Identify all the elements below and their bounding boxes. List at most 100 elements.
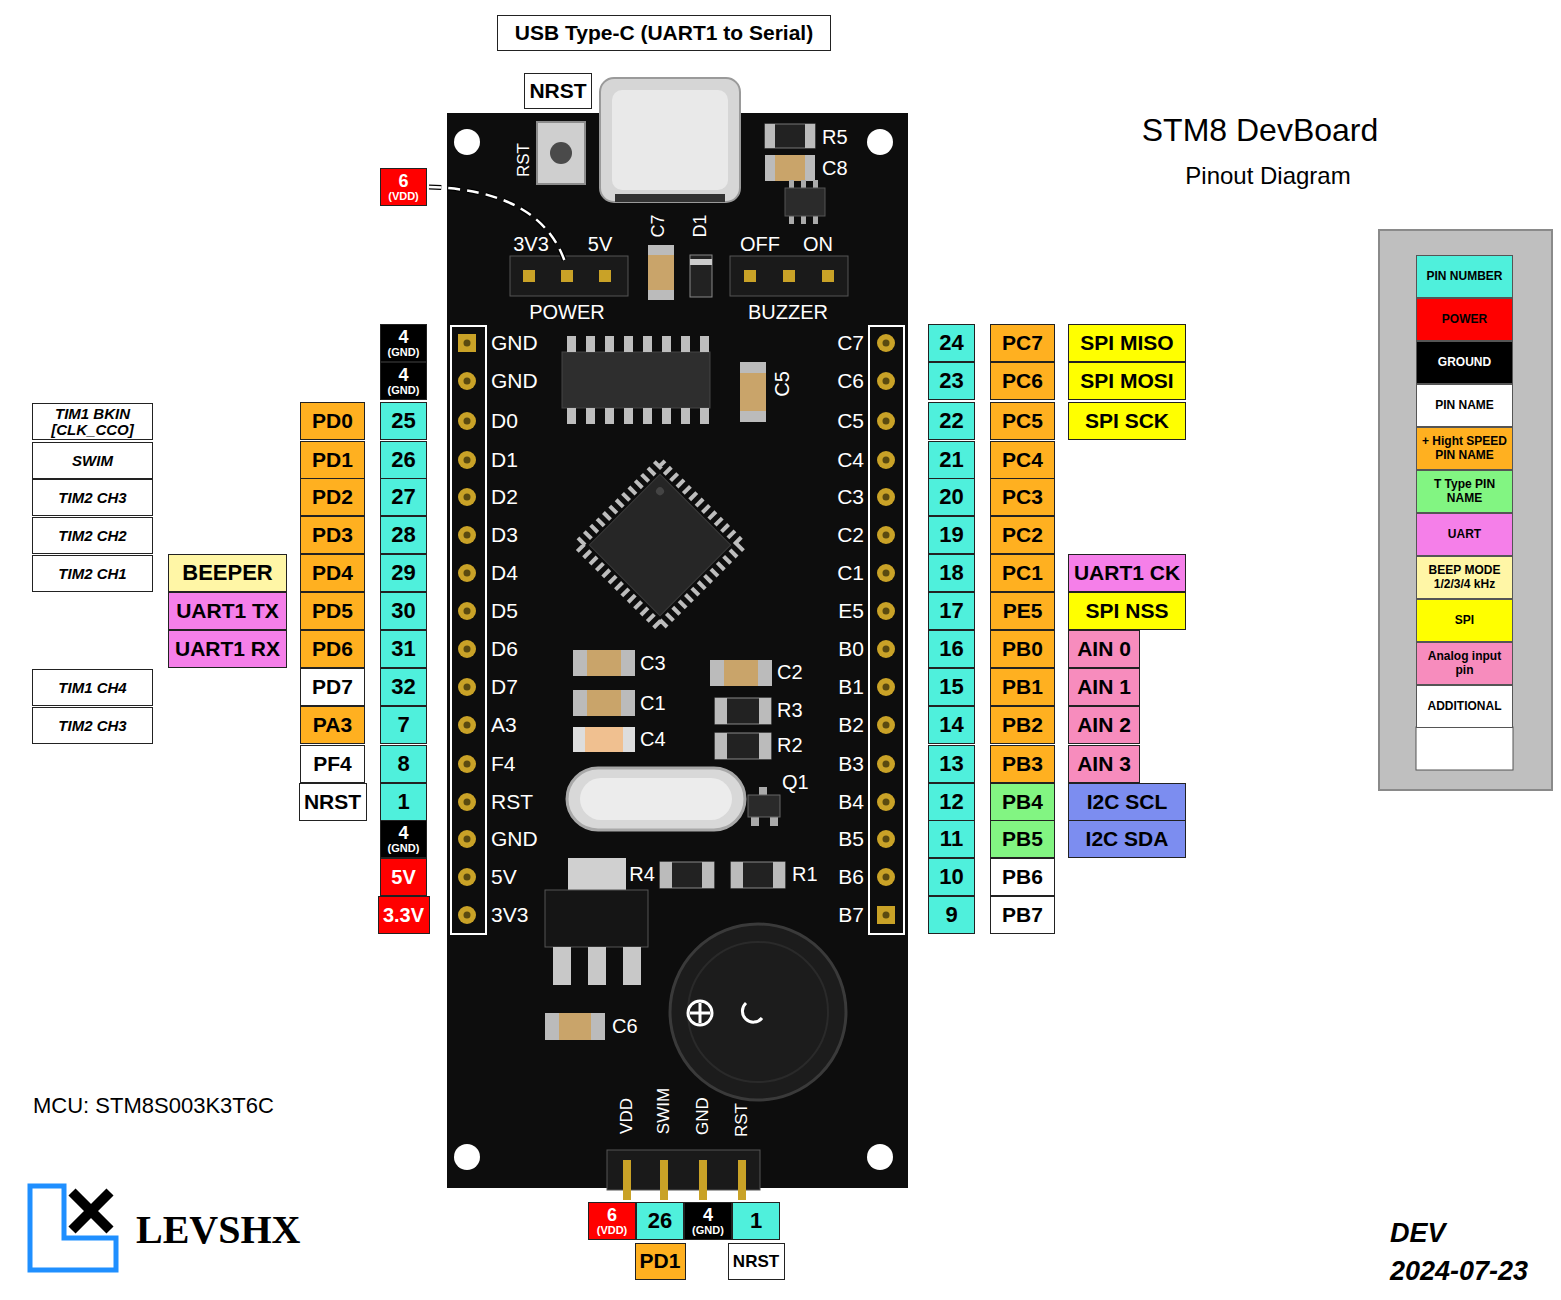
diode-symbol — [690, 255, 712, 297]
pin-text: PB7 — [1002, 904, 1043, 926]
pcb — [447, 113, 908, 1188]
silkscreen-pin-label: B5 — [838, 827, 864, 850]
pin-text: 27 — [391, 485, 415, 508]
chip-leg — [605, 336, 614, 352]
silkscreen-part-label: C7 — [649, 214, 669, 237]
voltage-regulator — [545, 890, 648, 947]
legend-text: SPI — [1455, 614, 1474, 628]
timer-function-box: TIM2 CH1 — [32, 555, 153, 592]
pin-number-box: 32 — [380, 668, 427, 706]
transistor-symbol — [770, 817, 778, 826]
pin-pad — [458, 678, 476, 696]
capacitor-symbol — [710, 660, 724, 686]
mcu-qfp32 — [654, 486, 665, 497]
version-note: DEV — [1390, 1219, 1446, 1249]
pin-text: I2C SCL — [1087, 791, 1168, 813]
pin-text: 22 — [939, 409, 963, 432]
capacitor-symbol — [621, 650, 635, 676]
silkscreen-part-label: D1 — [691, 214, 711, 237]
usb-c-connector — [615, 194, 725, 202]
pin-text: AIN 0 — [1077, 638, 1131, 660]
buzzer — [670, 924, 846, 1100]
pin-number-box: 22 — [928, 402, 975, 440]
silkscreen-part-label: R4 — [629, 863, 655, 885]
pin-number-box: 24 — [928, 324, 975, 362]
legend-text: PIN NUMBER — [1426, 270, 1502, 284]
chip-leg — [700, 408, 709, 424]
pin-number-box: 25 — [380, 402, 427, 440]
pin-hole — [883, 912, 890, 919]
silkscreen-pin-label: GND — [491, 369, 538, 392]
pin-text: 4 — [703, 1206, 713, 1225]
caption-text: MCU: STM8S003K3T6C — [33, 1094, 274, 1118]
jumper-pin — [599, 270, 611, 282]
capacitor-symbol — [740, 362, 766, 422]
pin-text: 23 — [939, 369, 963, 392]
pin-name-box: PC3 — [990, 478, 1055, 516]
silkscreen-pin-label: C7 — [837, 331, 864, 354]
pin-name-box: PD2 — [300, 478, 365, 516]
resistor-symbol — [759, 698, 771, 724]
pin-text: PD1 — [640, 1250, 681, 1272]
reset-button — [537, 122, 585, 184]
i2c-box: I2C SCL — [1068, 783, 1186, 821]
pin-hole — [883, 378, 890, 385]
pin-text: PB3 — [1002, 753, 1043, 775]
pin-hole — [883, 684, 890, 691]
legend-swatch: + Hight SPEED PIN NAME — [1416, 427, 1513, 470]
pin-text: 5V — [391, 867, 415, 888]
chip-leg — [662, 408, 671, 424]
pin-text: 4 — [398, 366, 408, 385]
resistor-symbol — [702, 862, 714, 888]
ground-box: 4(GND) — [684, 1202, 732, 1240]
pin-text: 8 — [397, 752, 409, 775]
pin-number-box: 1 — [732, 1202, 780, 1240]
legend-swatch: T Type PIN NAME — [1416, 470, 1513, 513]
legend-text: BEEP MODE 1/2/3/4 kHz — [1421, 564, 1508, 592]
capacitor-symbol — [710, 660, 772, 686]
ic-sot23-6 — [813, 216, 818, 224]
timer-function-box: TIM1 CH4 — [32, 669, 153, 706]
silkscreen-pin-label: D0 — [491, 409, 518, 432]
voltage-regulator — [553, 947, 571, 985]
pin-text: UART1 TX — [176, 600, 279, 622]
ic-sot23-6 — [789, 180, 794, 188]
capacitor-symbol — [623, 727, 635, 752]
pin-name-box: PD6 — [300, 630, 365, 668]
resistor-symbol — [731, 862, 743, 888]
ground-box: 4(GND) — [380, 820, 427, 858]
silkscreen-part-label: C1 — [640, 692, 666, 714]
pin-text: 17 — [939, 599, 963, 622]
buzzer — [690, 1003, 710, 1023]
timer-function-box: TIM2 CH2 — [32, 517, 153, 554]
legend-swatch: GROUND — [1416, 341, 1513, 384]
silkscreen-part-label: C4 — [640, 728, 666, 750]
pin-hole — [464, 722, 471, 729]
legend-swatch: PIN NAME — [1416, 384, 1513, 427]
pin-text: 3.3V — [383, 905, 424, 926]
silkscreen-pin-label: C5 — [837, 409, 864, 432]
pin-hole — [883, 874, 890, 881]
logo-mark — [30, 1186, 116, 1270]
pin-pad — [458, 868, 476, 886]
pin-hole — [883, 799, 890, 806]
capacitor-symbol — [765, 155, 775, 181]
silkscreen-part-label: 5V — [588, 233, 612, 255]
header-pin — [623, 1160, 631, 1200]
pin-text: 7 — [397, 713, 409, 736]
pin-text: TIM1 CH4 — [58, 680, 126, 696]
analog-box: AIN 0 — [1068, 630, 1140, 668]
silkscreen-pin-label: A3 — [491, 713, 517, 736]
pin-number-box: 16 — [928, 630, 975, 668]
resistor-symbol — [805, 124, 815, 148]
chip-leg — [662, 336, 671, 352]
pin-text: AIN 1 — [1077, 676, 1131, 698]
ground-box: 4(GND) — [380, 362, 427, 400]
timer-function-box: TIM1 BKIN [CLK_CCO] — [32, 403, 153, 440]
pin-text: PD3 — [312, 524, 353, 546]
buzzer — [742, 1003, 762, 1022]
capacitor-symbol — [765, 155, 815, 181]
pin-text: I2C SDA — [1086, 828, 1169, 850]
power-box: 6(VDD) — [588, 1202, 636, 1240]
usb-c-connector — [600, 78, 740, 202]
